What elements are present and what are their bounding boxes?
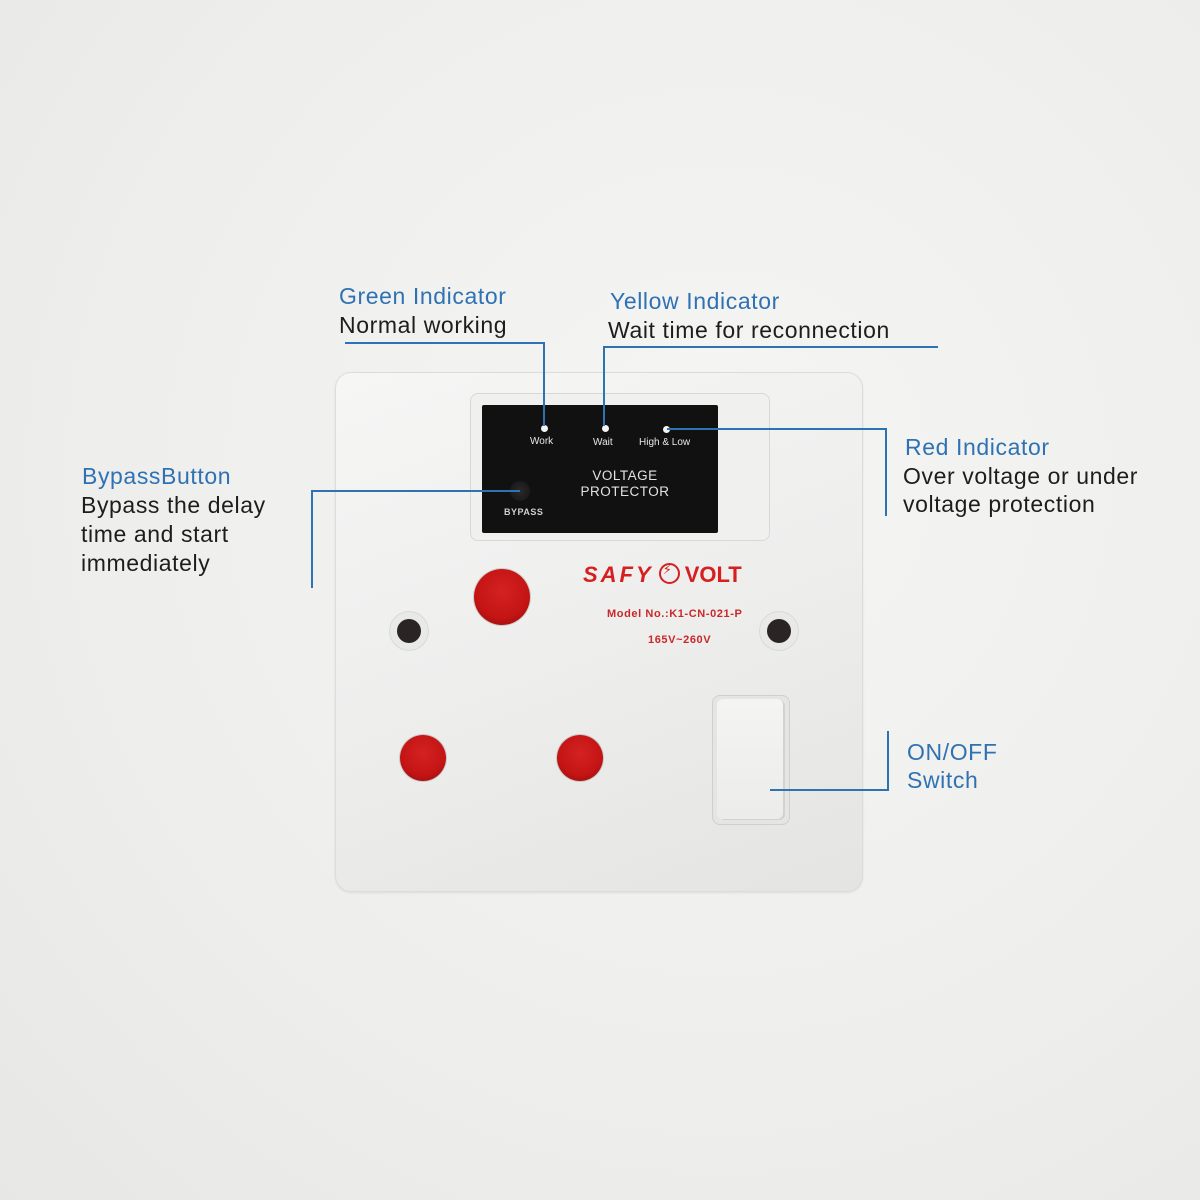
voltage-protector-line-2: PROTECTOR [580, 484, 670, 499]
voltage-protector-label: VOLTAGE PROTECTOR [560, 468, 690, 500]
bypass-desc-1: Bypass the delay [81, 492, 266, 518]
bypass-button-title: BypassButton [82, 463, 232, 489]
switch-title-2: Switch [907, 767, 979, 793]
screw-left-icon [397, 619, 421, 643]
neutral-pin-hole [557, 735, 603, 781]
yellow-indicator-title: Yellow Indicator [610, 288, 780, 314]
protector-panel [482, 405, 718, 533]
red-leader-h [667, 428, 887, 430]
red-leader-v [885, 428, 887, 516]
bypass-desc-2: time and start [81, 521, 229, 547]
voltage-protector-line-1: VOLTAGE [592, 468, 658, 483]
switch-leader-v [887, 731, 889, 791]
bypass-leader-v [311, 490, 313, 588]
switch-title-1: ON/OFF [907, 739, 998, 765]
yellow-indicator-desc: Wait time for reconnection [608, 317, 890, 343]
brand-logo: SAFY VOLT [583, 562, 742, 588]
led-label-work: Work [530, 436, 554, 447]
red-indicator-desc-2: voltage protection [903, 491, 1096, 517]
red-led-icon [663, 426, 670, 433]
led-label-wait: Wait [593, 437, 613, 448]
yellow-leader-h [603, 346, 938, 348]
bypass-label: BYPASS [504, 507, 544, 517]
bypass-desc-3: immediately [81, 550, 211, 576]
brand-left: SAFY [583, 562, 654, 587]
led-label-high-low: High & Low [639, 437, 691, 448]
screw-right-icon [767, 619, 791, 643]
brand-right: VOLT [684, 562, 742, 587]
red-indicator-desc-1: Over voltage or under [903, 463, 1139, 489]
model-number: Model No.:K1-CN-021-P [607, 608, 743, 620]
yellow-leader-v [603, 346, 605, 426]
live-pin-hole [400, 735, 446, 781]
lightning-bolt-icon [658, 562, 680, 584]
green-led-icon [541, 425, 548, 432]
green-indicator-desc: Normal working [339, 312, 508, 338]
bypass-leader-h [311, 490, 520, 492]
bypass-button[interactable] [510, 481, 530, 501]
voltage-range: 165V~260V [648, 634, 712, 646]
on-off-switch[interactable] [717, 699, 783, 819]
red-indicator-title: Red Indicator [905, 434, 1050, 460]
green-leader-v [543, 342, 545, 426]
yellow-led-icon [602, 425, 609, 432]
switch-leader-h [770, 789, 889, 791]
green-leader-h [345, 342, 545, 344]
earth-pin-hole [474, 569, 530, 625]
green-indicator-title: Green Indicator [339, 283, 507, 309]
